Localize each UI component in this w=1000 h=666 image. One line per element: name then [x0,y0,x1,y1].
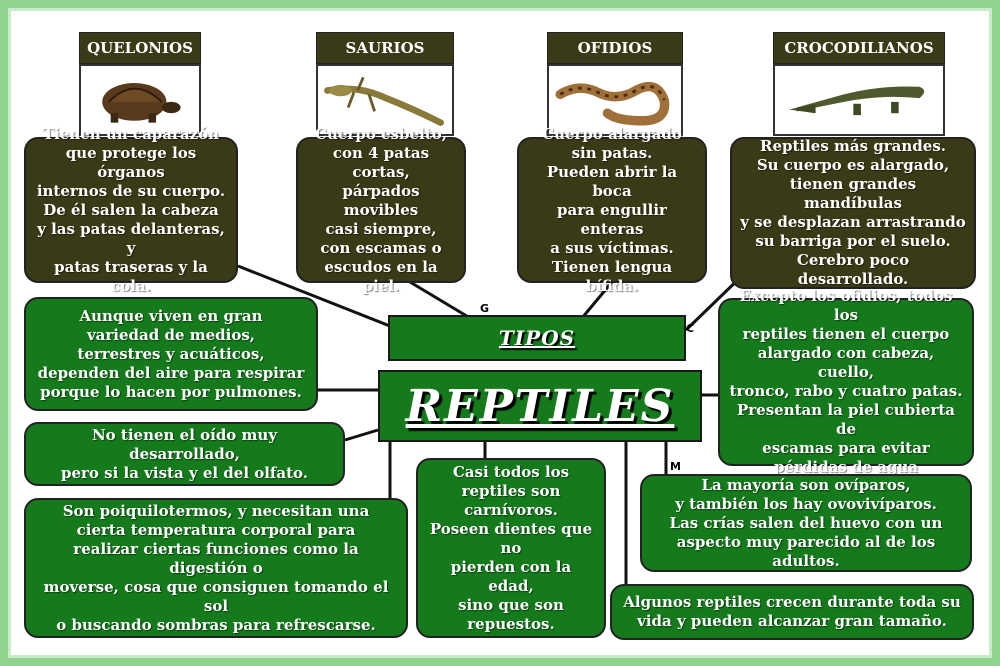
fact-reproduction: La mayoría son ovíparos, y también los h… [640,474,972,572]
tipos-node: TIPOS [388,315,686,361]
type-title-crocodilianos: CROCODILIANOS [773,32,945,64]
turtle-icon [102,83,181,123]
fact-senses: No tienen el oído muy desarrollado, pero… [24,422,345,486]
snake-image [547,64,683,136]
fact-diet: Casi todos los reptiles son carnívoros. … [416,458,606,638]
crocodilianos-description: Reptiles más grandes. Su cuerpo es alarg… [730,137,976,289]
reptiles-label: REPTILES [405,380,675,432]
ofidios-description: Cuerpo alargado sin patas. Pueden abrir … [517,125,707,295]
fact-temperature: Son poiquilotermos, y necesitan una cier… [24,498,408,638]
marker-c: C [686,322,695,335]
crocodile-icon [789,86,925,116]
fact-air: Aunque viven en gran variedad de medios,… [24,297,318,411]
crocodile-image [773,64,945,136]
lizard-image [316,64,454,136]
type-title-quelonios: QUELONIOS [79,32,201,64]
tipos-label: TIPOS [498,326,576,350]
turtle-image [79,64,201,136]
reptiles-node: REPTILES [378,370,702,442]
quelonios-description: Tienen un caparazón que protege los órga… [24,125,238,295]
marker-m: M [670,460,681,473]
marker-g: G [480,302,490,315]
fact-body: Excepto los ofidios, todos los reptiles … [718,287,974,476]
lizard-icon [324,76,445,126]
type-title-saurios: SAURIOS [316,32,454,64]
type-title-ofidios: OFIDIOS [547,32,683,64]
fact-growth: Algunos reptiles crecen durante toda su … [610,584,974,640]
snake-icon [555,81,670,126]
saurios-description: Cuerpo esbelto, con 4 patas cortas, párp… [296,125,466,295]
